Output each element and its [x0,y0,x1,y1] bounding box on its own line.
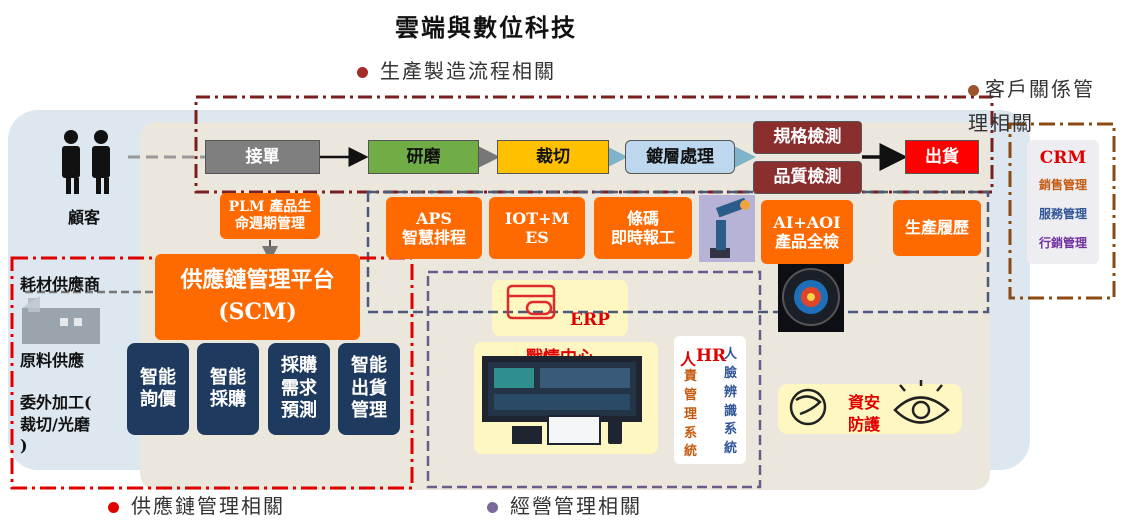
crm-item-marketing[interactable]: 行銷管理 [1038,236,1087,250]
smart-procurement-button[interactable]: 智能 採購 [197,343,259,435]
robot-arm-icon [699,195,755,262]
customer-label: 顧客 [68,208,101,227]
hr-panel[interactable]: 人 HR 責 管 理 系 統 人 臉 辨 識 系 統 [674,336,746,464]
section-dot-icon [968,85,979,96]
production-system-frame [366,190,990,314]
erp-panel[interactable] [492,280,628,336]
aoi-camera-lens-icon [778,262,844,332]
eye-shield-icon [893,380,950,424]
outsourcing-label: 委外加工( 裁切/光磨 ) [20,393,92,456]
section-dot-icon [108,502,119,513]
plm-box[interactable]: PLM 產品生 命週期管理 [220,193,320,239]
section-dot-icon [487,502,498,513]
step-spec-check[interactable]: 規格檢測 [753,121,862,154]
scm-platform-box[interactable]: 供應鏈管理平台 (SCM) [155,254,360,340]
factory-icon [22,296,100,344]
crm-item-sales[interactable]: 銷售管理 [1038,178,1087,192]
iot-mes-box[interactable]: IOT+M ES [489,197,585,259]
step-coating[interactable]: 鍍層處理 [625,140,735,174]
security-globe-icon [789,388,827,426]
page-title: 雲端與數位科技 [395,13,577,42]
erp-label: ERP [570,310,610,330]
production-trace-box[interactable]: 生產履歷 [893,200,981,256]
credit-card-icon [506,284,556,320]
supply-chain-frame [10,256,414,490]
crm-item-service[interactable]: 服務管理 [1038,207,1087,221]
aps-box[interactable]: APS 智慧排程 [386,197,482,259]
barcode-box[interactable]: 條碼 即時報工 [594,197,692,259]
raw-material-label: 原料供應 [20,351,85,370]
crm-title: CRM [1039,148,1087,168]
demand-forecast-button[interactable]: 採購 需求 預測 [268,343,330,435]
step-intake[interactable]: 接單 [205,140,320,174]
step-grind[interactable]: 研磨 [368,140,479,174]
smart-inquiry-button[interactable]: 智能 詢價 [127,343,189,435]
section-dot-icon [357,67,368,78]
dashboard-monitor-icon [482,356,642,445]
step-cut[interactable]: 裁切 [497,140,609,174]
hr-management-column: 責 管 理 系 統 [684,369,698,460]
security-label: 資安 防護 [848,393,881,434]
consumable-supplier-label: 耗材供應商 [20,275,101,294]
face-recognition-column: 人 臉 辨 識 系 統 [724,347,738,457]
smart-shipping-button[interactable]: 智能 出貨 管理 [338,343,400,435]
hr-title: HR [696,346,727,366]
section-crm: 客戶關係管 理相關 [968,77,1095,135]
step-ship[interactable]: 出貨 [905,140,979,174]
section-operations: 經營管理相關 [487,490,642,519]
section-manufacturing: 生產製造流程相關 [357,55,556,84]
step-quality-check[interactable]: 品質檢測 [753,161,862,194]
section-supply-chain: 供應鏈管理相關 [108,490,285,519]
crm-panel: CRM 銷售管理 服務管理 行銷管理 [1027,140,1099,264]
operations-frame [426,270,762,489]
ai-aoi-box[interactable]: AI+AOI 產品全檢 [761,200,853,264]
customer-people-icon [62,130,110,194]
crm-frame [1008,122,1116,300]
hr-prefix: 人 [680,350,697,369]
